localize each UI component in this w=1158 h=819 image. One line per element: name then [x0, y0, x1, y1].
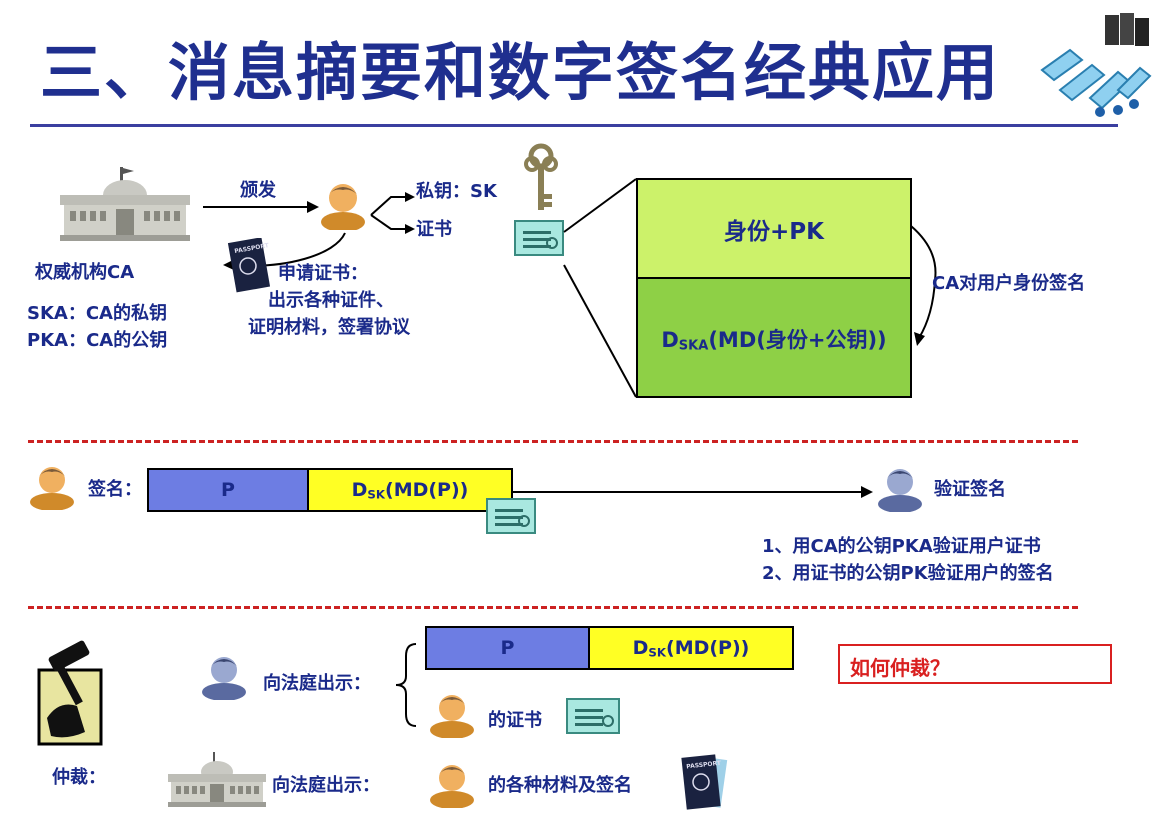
certificate-signature-field: DSKA(MD(身份+公钥))	[661, 327, 887, 354]
private-key-label: 私钥：SK	[416, 181, 497, 202]
signer-avatar-icon-2	[430, 695, 474, 738]
ska-line: SKA：CA的私钥	[27, 303, 167, 324]
signature-block: DSK(MD(P))	[307, 468, 513, 512]
certificate-icon	[514, 220, 564, 256]
send-arrow	[513, 486, 873, 498]
verify-step-1: 1、用CA的公钥PKA验证用户证书	[762, 536, 1041, 557]
gavel-icon	[37, 640, 103, 746]
separator-1	[28, 440, 1078, 443]
message-p-block: P	[147, 468, 309, 512]
apply-line1: 申请证书：	[278, 263, 368, 284]
ca-label: 权威机构CA	[35, 262, 135, 283]
ca-sign-arrow	[910, 225, 937, 346]
zoom-lines	[563, 178, 637, 398]
certificate-identity-field: 身份+PK	[638, 180, 910, 279]
present-label-2: 向法庭出示：	[272, 775, 380, 796]
apply-line3: 证明材料，签署协议	[248, 317, 410, 338]
key-icon	[524, 143, 558, 210]
attached-certificate-icon	[486, 498, 536, 534]
page-title: 三、消息摘要和数字签名经典应用	[40, 36, 1001, 109]
network-servers-icon	[1040, 13, 1152, 117]
verify-label: 验证签名	[934, 479, 1006, 500]
brace	[395, 643, 417, 727]
title-underline	[30, 124, 1118, 127]
evidence-p-block: P	[425, 626, 590, 670]
of-certificate-label: 的证书	[488, 710, 542, 731]
ca-sign-label: CA对用户身份签名	[932, 273, 1086, 294]
arbitration-label: 仲裁：	[52, 767, 106, 788]
issue-label: 颁发	[240, 180, 276, 201]
materials-label: 的各种材料及签名	[488, 775, 632, 796]
separator-2	[28, 606, 1078, 609]
verifier-avatar-icon	[878, 469, 922, 512]
signer-avatar-icon	[30, 467, 74, 510]
ca-building-icon-2	[168, 752, 266, 807]
svg-text:PASSPORT: PASSPORT	[686, 760, 722, 771]
evidence-signature-block: DSK(MD(P))	[588, 626, 794, 670]
verifier-avatar-icon-2	[202, 657, 246, 700]
passport-icon-2: PASSPORT	[681, 754, 728, 810]
present-label-1: 向法庭出示：	[263, 673, 371, 694]
question-box: 如何仲裁？	[838, 644, 1112, 684]
passport-icon: PASSPORT	[227, 238, 270, 293]
evidence-certificate-icon	[566, 698, 620, 734]
apply-line2: 出示各种证件、	[268, 290, 394, 311]
signer-avatar-icon-3	[430, 765, 474, 808]
ca-building-icon	[60, 167, 190, 241]
certificate-label: 证书	[416, 219, 452, 240]
user-avatar-icon	[321, 184, 365, 230]
verify-step-2: 2、用证书的公钥PK验证用户的签名	[762, 563, 1054, 584]
pka-line: PKA：CA的公钥	[27, 330, 168, 351]
sign-label: 签名：	[88, 479, 142, 500]
certificate-detail: 身份+PK DSKA(MD(身份+公钥))	[636, 178, 912, 398]
